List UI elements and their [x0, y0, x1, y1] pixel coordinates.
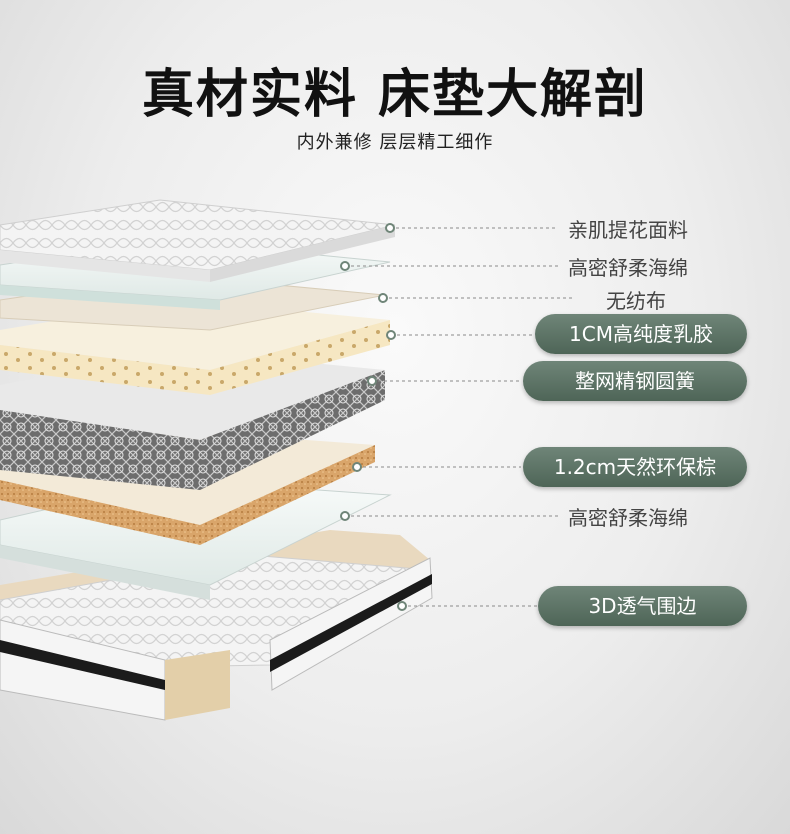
- label-nonwoven: 无纺布: [606, 289, 666, 313]
- label-jacquard-fabric: 亲肌提花面料: [568, 218, 688, 242]
- label-3d-border: 3D透气围边: [538, 586, 747, 626]
- page-title: 真材实料 床垫大解剖: [141, 65, 649, 125]
- page-subtitle: 内外兼修 层层精工细作: [296, 132, 494, 153]
- label-latex: 1CM高纯度乳胶: [535, 314, 747, 354]
- label-spring-net: 整网精钢圆簧: [523, 361, 747, 401]
- leader-lines: [345, 227, 575, 607]
- leader-dots: [340, 223, 407, 611]
- layer-3d-border: [0, 530, 433, 721]
- label-lower-foam: 高密舒柔海绵: [568, 506, 688, 530]
- label-upper-foam: 高密舒柔海绵: [568, 256, 688, 280]
- layer-top-fabric: [0, 199, 396, 282]
- label-coir: 1.2cm天然环保棕: [523, 447, 747, 487]
